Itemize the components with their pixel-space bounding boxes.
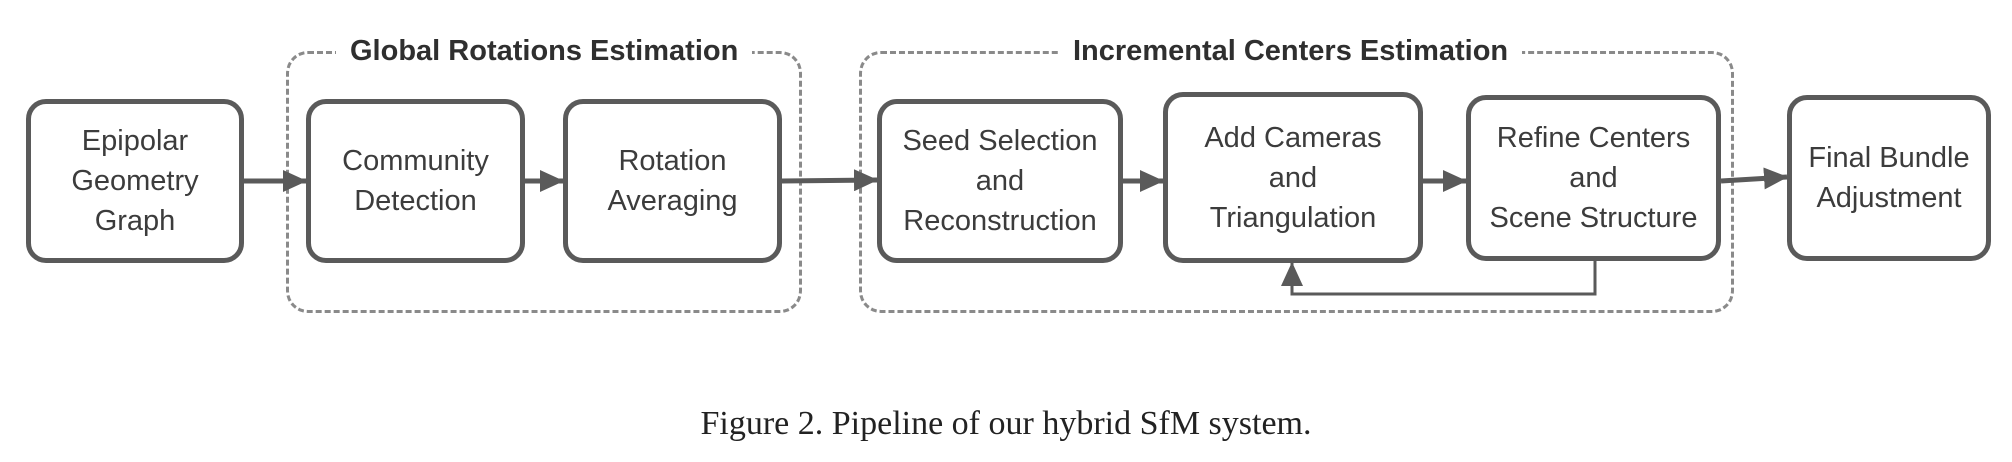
node-add-cameras: Add Cameras and Triangulation (1163, 92, 1423, 263)
incremental-centers-title: Incremental Centers Estimation (1059, 33, 1523, 69)
node-final-bundle-adjustment: Final Bundle Adjustment (1787, 95, 1991, 261)
node-community-detection: Community Detection (306, 99, 525, 263)
global-rotations-title: Global Rotations Estimation (336, 33, 753, 69)
node-rotation-averaging: Rotation Averaging (563, 99, 782, 263)
node-epipolar-geometry-graph: Epipolar Geometry Graph (26, 99, 244, 263)
node-seed-selection: Seed Selection and Reconstruction (877, 99, 1123, 263)
node-refine-centers: Refine Centers and Scene Structure (1466, 95, 1721, 261)
figure-caption: Figure 2. Pipeline of our hybrid SfM sys… (700, 405, 1312, 442)
